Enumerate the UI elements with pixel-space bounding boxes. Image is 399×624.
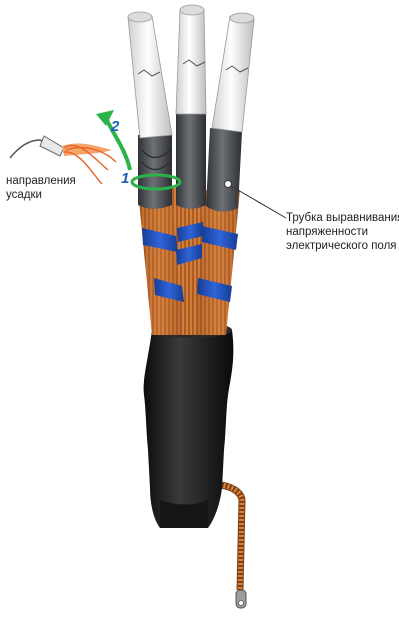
shrink-direction-label: направления усадки xyxy=(6,174,76,202)
step-one-number: 1 xyxy=(121,170,129,187)
torch-icon xyxy=(10,136,64,158)
breakout-sleeve xyxy=(144,322,234,528)
stress-tube-line-1: Трубка выравнивания xyxy=(286,211,399,225)
stress-tube-label: Трубка выравнивания напряженности электр… xyxy=(286,211,399,253)
stress-tube-line-2: напряженности xyxy=(286,225,399,239)
stress-tube-line-3: электрического поля xyxy=(286,239,399,253)
shrink-direction-line-2: усадки xyxy=(6,188,76,202)
step-two-number: 2 xyxy=(111,118,119,135)
shrink-direction-line-1: направления xyxy=(6,174,76,188)
